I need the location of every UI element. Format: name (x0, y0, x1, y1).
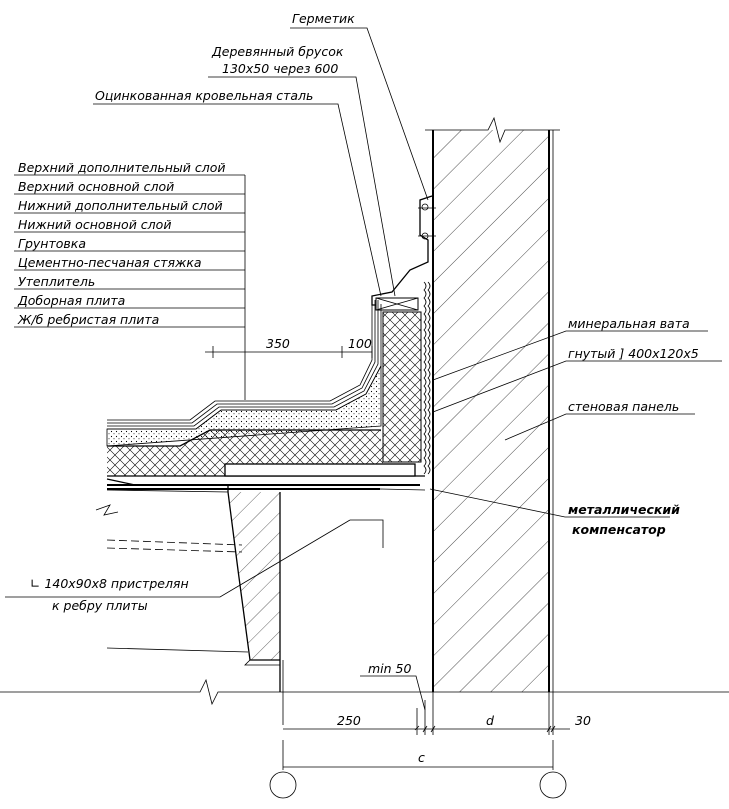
label-compensator-1: металлический (568, 502, 680, 517)
base-line (0, 660, 729, 725)
dimension-lines (205, 346, 570, 799)
dim-250: 250 (337, 713, 361, 728)
label-wall-panel: стеновая панель (568, 399, 679, 414)
label-wood-bar-2: 130х50 через 600 (222, 61, 338, 76)
label-layer-7: Утеплитель (18, 274, 95, 289)
dim-c: c (418, 750, 425, 765)
leader-lines (5, 27, 722, 598)
dim-350: 350 (266, 336, 290, 351)
label-sealant: Герметик (292, 11, 355, 26)
label-layer-1: Верхний дополнительный слой (18, 160, 226, 175)
label-angle-2: к ребру плиты (52, 598, 148, 613)
dim-d: d (486, 713, 494, 728)
roof-layers (106, 300, 426, 491)
label-layer-2: Верхний основной слой (18, 179, 174, 194)
dim-30: 30 (575, 713, 591, 728)
ribbed-slab (95, 478, 281, 692)
wooden-bar (375, 297, 419, 311)
label-layer-5: Грунтовка (18, 236, 86, 251)
wall-panel (425, 116, 560, 692)
label-mineral-wool: минеральная вата (568, 316, 690, 331)
steel-flashing (371, 195, 436, 306)
label-layer-3: Нижний дополнительный слой (18, 198, 223, 213)
dim-min50: min 50 (368, 661, 411, 676)
dim-100: 100 (348, 336, 372, 351)
label-layer-4: Нижний основной слой (18, 217, 171, 232)
label-compensator-2: компенсатор (572, 522, 666, 537)
label-layer-9: Ж/б ребристая плита (17, 312, 159, 327)
mineral-wool-strip (423, 281, 431, 475)
label-layer-6: Цементно-песчаная стяжка (18, 255, 202, 270)
label-angle-1: ∟ 140х90х8 пристрелян (30, 576, 189, 591)
label-steel: Оцинкованная кровельная сталь (95, 88, 313, 103)
label-layer-8: Доборная плита (17, 293, 125, 308)
label-wood-bar-1: Деревянный брусок (211, 44, 344, 59)
label-bent-channel: гнутый ] 400х120х5 (568, 346, 699, 361)
